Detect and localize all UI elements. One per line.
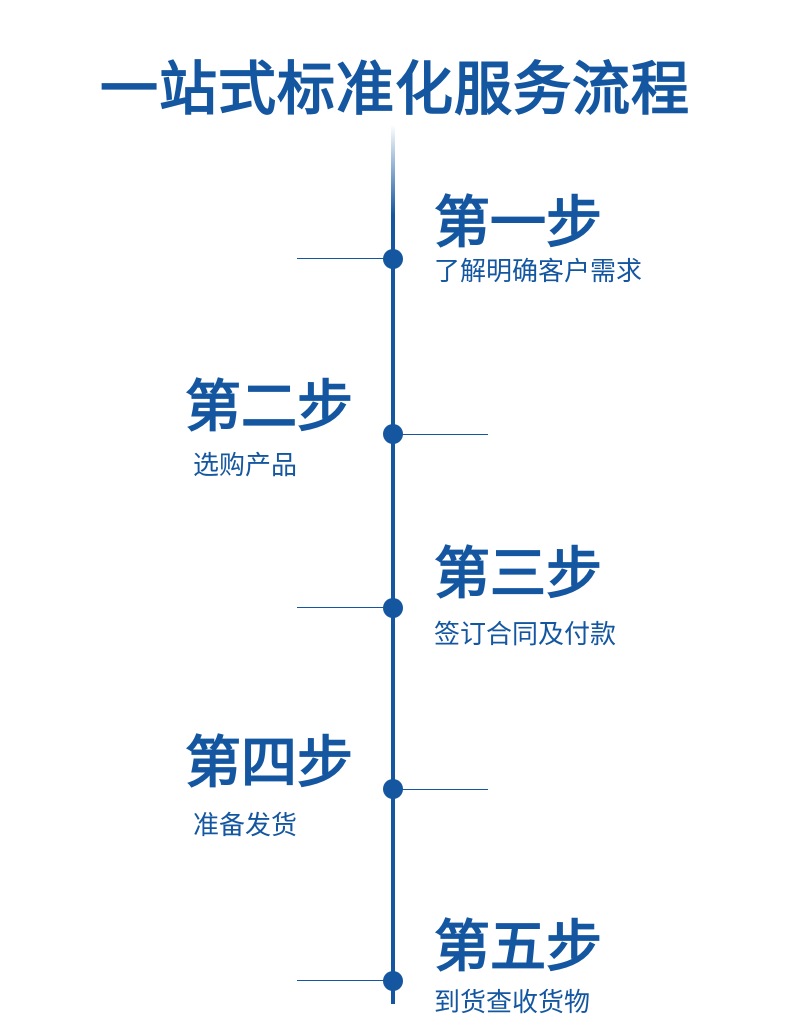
step-5-title: 第五步 (434, 915, 602, 980)
page-title: 一站式标准化服务流程 (99, 55, 690, 123)
step-2-connector (393, 434, 488, 435)
step-4-connector (393, 789, 488, 790)
step-2-title: 第二步 (185, 375, 353, 440)
step-1-description: 了解明确客户需求 (434, 257, 643, 287)
step-5-connector (297, 980, 393, 981)
step-4-node (383, 779, 403, 799)
step-5-description: 到货查收货物 (434, 988, 591, 1018)
step-2-node (383, 424, 403, 444)
step-3-connector (297, 607, 393, 608)
step-3-node (383, 598, 403, 618)
step-1-connector (297, 258, 393, 259)
step-5-node (383, 971, 403, 991)
step-1-title: 第一步 (434, 191, 602, 256)
step-3-description: 签订合同及付款 (434, 620, 617, 650)
step-3-title: 第三步 (434, 542, 602, 607)
step-4-description: 准备发货 (193, 811, 298, 841)
step-2-description: 选购产品 (193, 451, 298, 481)
timeline-line (391, 125, 395, 1004)
step-1-node (383, 249, 403, 269)
step-4-title: 第四步 (185, 731, 353, 796)
